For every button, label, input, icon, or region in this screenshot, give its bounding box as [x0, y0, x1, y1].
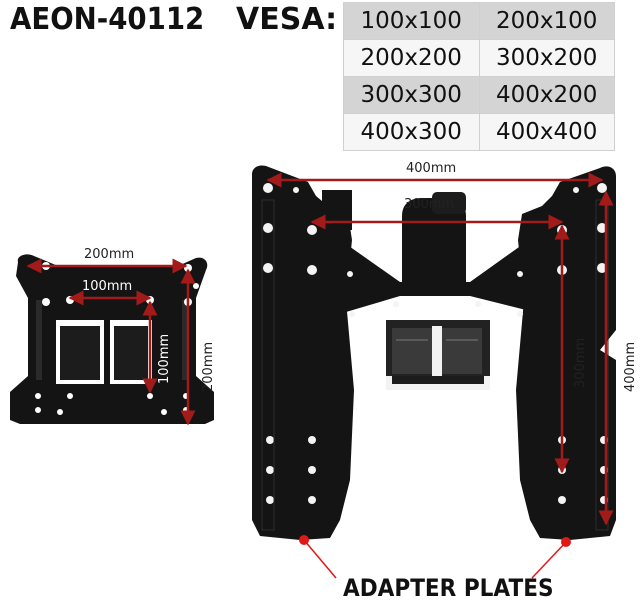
- vesa-size-cell: 100x100: [343, 2, 480, 40]
- small-plate-height-inner-label: 100mm: [157, 334, 172, 384]
- vesa-size-table: 100x100 200x100 200x200 300x200 300x300 …: [343, 2, 615, 151]
- vesa-size-cell: 400x400: [478, 113, 615, 151]
- vesa-size-cell: 200x100: [478, 2, 615, 40]
- vesa-size-cell: 400x200: [478, 76, 615, 114]
- vesa-size-cell: 300x300: [343, 76, 480, 114]
- cross-brace: [346, 242, 526, 312]
- model-number: AEON-40112: [10, 2, 205, 37]
- adapter-plate-pointers: [299, 535, 571, 579]
- large-mount-width-outer-label: 400mm: [406, 161, 456, 176]
- large-mount-height-outer-label: 400mm: [623, 342, 638, 392]
- table-row: 400x300 400x400: [343, 113, 615, 151]
- pointer-dot: [299, 535, 309, 545]
- small-adapter-plate: 200mm 100mm 100mm 200mm: [10, 247, 216, 426]
- pointer-dot: [561, 537, 571, 547]
- large-wall-mount: 400mm 300mm 300mm 400mm: [252, 161, 638, 540]
- large-mount-width-inner-label: 300mm: [404, 197, 454, 212]
- table-row: 300x300 400x200: [343, 76, 615, 114]
- vesa-size-cell: 400x300: [343, 113, 480, 151]
- tilt-mechanism: [386, 320, 490, 390]
- adapter-plates-caption: ADAPTER PLATES: [343, 574, 554, 602]
- left-adapter-plate: [252, 165, 354, 540]
- small-plate-width-inner-label: 100mm: [82, 279, 132, 294]
- vesa-label: VESA:: [236, 2, 338, 37]
- small-plate-width-outer-label: 200mm: [84, 247, 134, 262]
- large-mount-height-inner-label: 300mm: [573, 338, 588, 388]
- table-row: 100x100 200x100: [343, 2, 615, 40]
- small-plate-height-outer-label: 200mm: [201, 342, 216, 392]
